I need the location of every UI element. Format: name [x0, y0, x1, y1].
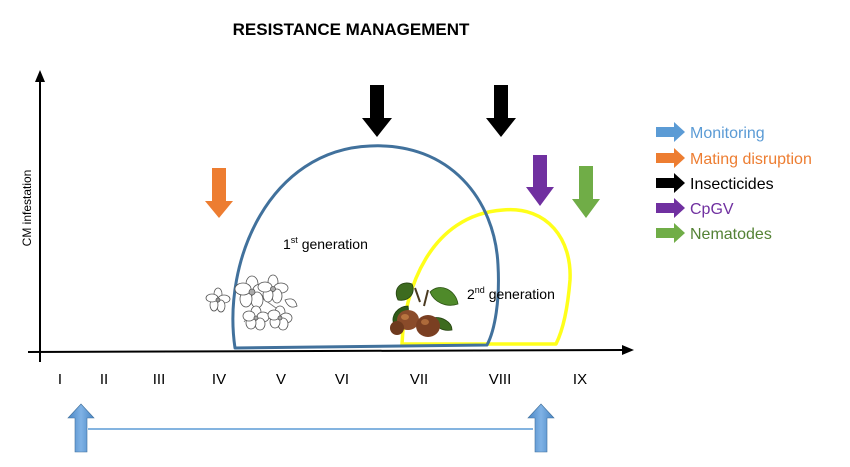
legend-arrow-icon [656, 198, 685, 218]
legend-label: CpGV [690, 201, 734, 218]
month-label: VIII [489, 371, 512, 388]
month-label: III [153, 371, 166, 388]
month-label: VI [335, 371, 349, 388]
flower-blossom-icon [205, 274, 298, 331]
monitoring-arrow [67, 403, 95, 453]
legend-item-nematodes: Nematodes [656, 223, 772, 243]
axes [27, 70, 634, 362]
cpgv-arrow [526, 155, 554, 206]
monitoring-arrow [527, 403, 555, 453]
mating-disruption-arrow [205, 168, 233, 218]
legend-arrow-icon [656, 223, 685, 243]
legend-arrow-icon [656, 148, 685, 168]
month-label: VII [410, 371, 428, 388]
legend-arrow-icon [656, 173, 685, 193]
insecticide-arrow [362, 85, 392, 137]
first-generation-curve [231, 144, 500, 350]
legend-label: Mating disruption [690, 151, 812, 168]
diagram-title: RESISTANCE MANAGEMENT [233, 20, 470, 39]
month-label: V [276, 371, 286, 388]
first-generation-label: 1st generation [283, 235, 368, 252]
legend-label: Nematodes [690, 226, 772, 243]
legend: Monitoring Mating disruption Insecticide… [656, 122, 812, 243]
legend-label: Monitoring [690, 125, 765, 142]
month-label: IX [573, 371, 587, 388]
y-axis-arrowhead [35, 70, 45, 82]
second-generation-curve [400, 208, 572, 346]
insecticide-arrow [486, 85, 516, 137]
x-axis [27, 349, 625, 353]
month-labels: I II III IV V VI VII VIII IX [58, 371, 587, 388]
monitoring-period [67, 403, 555, 453]
month-label: IV [212, 371, 226, 388]
x-axis-arrowhead [622, 345, 634, 355]
legend-item-cpgv: CpGV [656, 198, 734, 218]
second-generation-label: 2nd generation [467, 285, 555, 302]
legend-label: Insecticides [690, 176, 774, 193]
month-label: II [100, 371, 108, 388]
month-label: I [58, 371, 62, 388]
y-axis-label: CM infestation [20, 170, 34, 247]
legend-arrow-icon [656, 122, 685, 142]
legend-item-monitoring: Monitoring [656, 122, 765, 142]
legend-item-insecticides: Insecticides [656, 173, 774, 193]
nematodes-arrow [572, 166, 600, 218]
legend-item-mating-disruption: Mating disruption [656, 148, 812, 168]
apple-fruit-icon [390, 282, 459, 337]
